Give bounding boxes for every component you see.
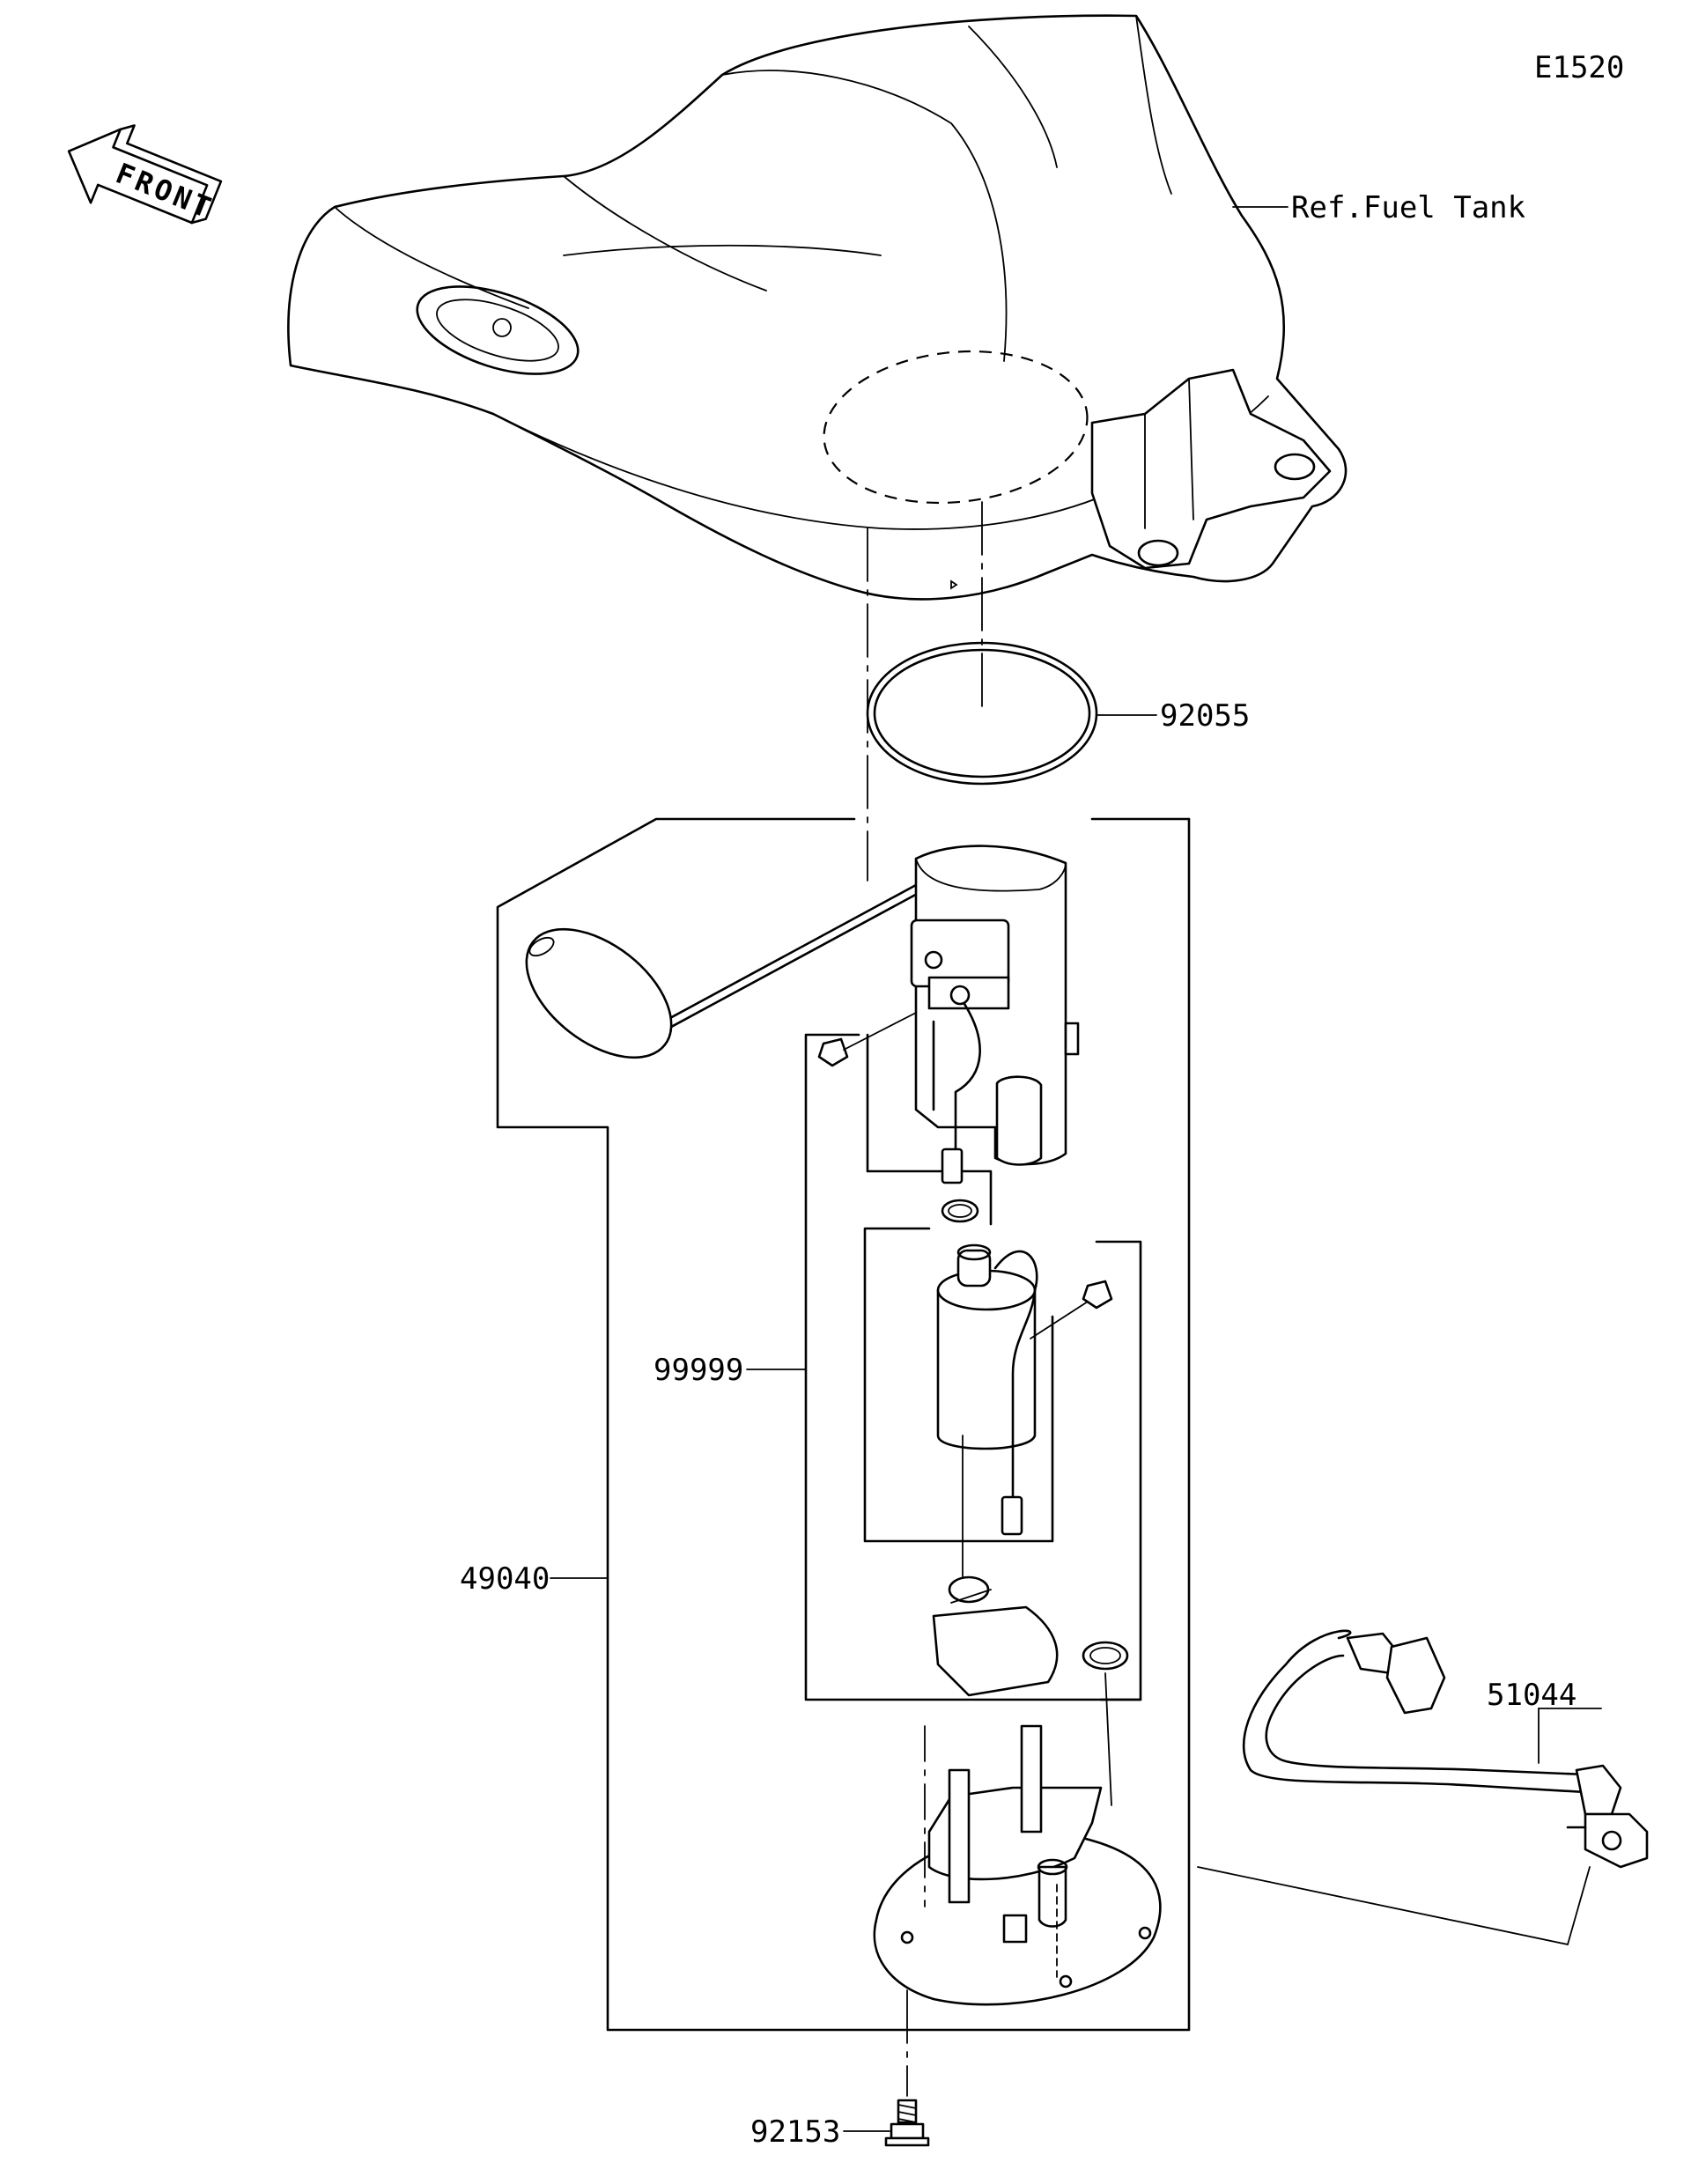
diagram-code: E1520: [1534, 50, 1624, 85]
front-arrow-icon: FRONT: [67, 124, 223, 226]
fuel-hose-51044: [1242, 1629, 1649, 1869]
assembly-axis-lines: [867, 501, 983, 2097]
fuel-tank-outline: [287, 14, 1348, 601]
p99999-label: 99999: [654, 1353, 743, 1388]
fuel-pump-motor: [936, 1243, 1038, 1577]
pump-upper-housing: [910, 845, 1080, 1184]
p51044-label: 51044: [1487, 1678, 1577, 1713]
small-o-ring-upper: [941, 1199, 979, 1223]
small-bolt-upper: [817, 1012, 917, 1067]
fuel-level-sender: [525, 883, 922, 1059]
o-ring-92055: [866, 641, 1098, 786]
assembly-bracket-49040: [496, 817, 1191, 2032]
front-label: FRONT: [111, 157, 218, 226]
p49040-label: 49040: [460, 1561, 550, 1597]
p92153-label: 92153: [750, 2114, 840, 2150]
hose-connection-line: [1197, 1866, 1591, 1946]
small-bolt-right: [1030, 1280, 1113, 1339]
p92055-label: 92055: [1160, 698, 1250, 734]
pump-filter: [932, 1575, 1059, 1697]
bolt-92153: [884, 2099, 930, 2147]
small-o-ring-lower: [1082, 1641, 1129, 1671]
pump-base-plate: [873, 1724, 1162, 2006]
assembly-bracket-99999: [804, 1033, 1142, 1701]
p51044-leader: [1538, 1708, 1602, 1764]
ref-fuel-tank-label: Ref.Fuel Tank: [1291, 190, 1525, 225]
